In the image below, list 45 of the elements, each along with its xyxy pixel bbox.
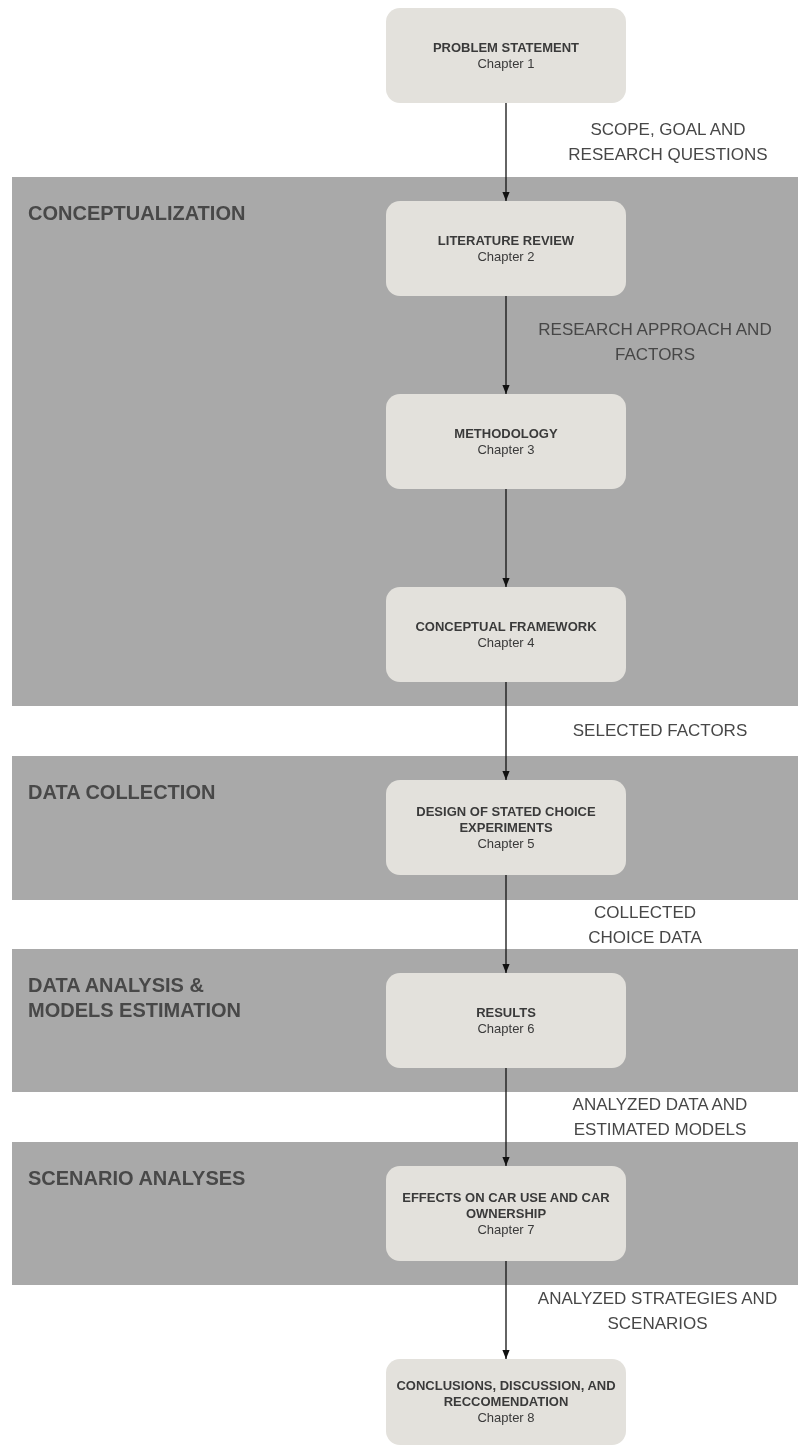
- section-title: DATA COLLECTION: [28, 780, 217, 805]
- section-band: [12, 756, 798, 900]
- edge-label: ANALYZED DATA AND ESTIMATED MODELS: [571, 1094, 749, 1141]
- chapter-box: [386, 8, 626, 103]
- edge-label: ANALYZED STRATEGIES AND SCENARIOS: [536, 1288, 779, 1335]
- arrow: [502, 102, 510, 202]
- chapter-number: Chapter 8: [477, 1410, 535, 1426]
- edge-label: COLLECTED CHOICE DATA: [587, 902, 703, 949]
- chapter-title: EFFECTS ON CAR USE AND CAR OWNERSHIP: [401, 1189, 611, 1222]
- chapter-box: [386, 780, 626, 875]
- chapter-number: Chapter 4: [477, 634, 535, 651]
- chapter-title: CONCLUSIONS, DISCUSSION, AND RECCOMENDATION: [395, 1378, 617, 1410]
- chapter-title: LITERATURE REVIEW: [437, 232, 575, 249]
- chapter-number: Chapter 2: [477, 248, 535, 265]
- chapter-title: PROBLEM STATEMENT: [432, 39, 580, 56]
- chapter-title: RESULTS: [476, 1004, 536, 1021]
- chapter-box: [386, 587, 626, 682]
- chapter-box: [386, 394, 626, 489]
- arrow: [502, 295, 510, 395]
- section-title: DATA ANALYSIS & MODELS ESTIMATION: [28, 973, 242, 1023]
- chapter-box: [386, 201, 626, 296]
- chapter-number: Chapter 1: [477, 55, 535, 72]
- chapter-box: [386, 973, 626, 1068]
- edge-label: RESEARCH APPROACH AND FACTORS: [537, 319, 773, 366]
- section-band: [12, 1142, 798, 1285]
- chapter-number: Chapter 7: [477, 1221, 535, 1238]
- section-band: [12, 177, 798, 706]
- arrow: [502, 874, 510, 974]
- chapter-title: CONCEPTUAL FRAMEWORK: [415, 618, 597, 635]
- chapter-title: DESIGN OF STATED CHOICE EXPERIMENTS: [415, 803, 597, 836]
- section-title: SCENARIO ANALYSES: [28, 1166, 247, 1191]
- arrow: [502, 1260, 510, 1360]
- chapter-number: Chapter 5: [477, 835, 535, 852]
- arrow: [502, 488, 510, 588]
- chapter-number: Chapter 6: [477, 1020, 535, 1037]
- section-title: CONCEPTUALIZATION: [28, 201, 247, 226]
- chapter-title: METHODOLOGY: [454, 425, 558, 442]
- chapter-box: [386, 1359, 626, 1445]
- arrow: [502, 681, 510, 781]
- section-band: [12, 949, 798, 1092]
- chapter-number: Chapter 3: [477, 441, 535, 458]
- arrow: [502, 1067, 510, 1167]
- edge-label: SELECTED FACTORS: [571, 720, 749, 742]
- chapter-box: [386, 1166, 626, 1261]
- edge-label: SCOPE, GOAL AND RESEARCH QUESTIONS: [567, 119, 769, 166]
